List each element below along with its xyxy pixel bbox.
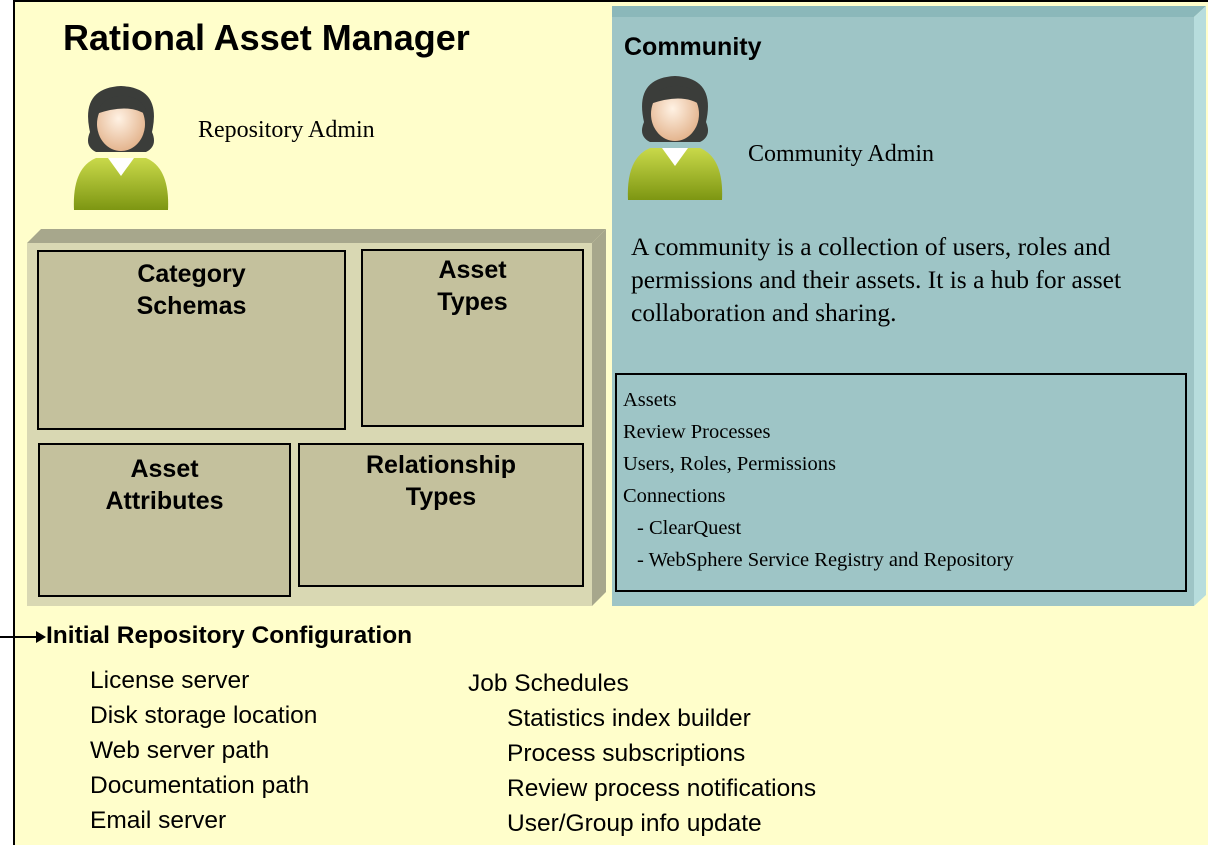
job-items-list: Statistics index builder Process subscri…: [507, 701, 816, 841]
community-panel: [612, 17, 1194, 606]
relationship-types-box: Relationship Types: [298, 443, 584, 587]
list-item: Users, Roles, Permissions: [623, 453, 836, 475]
category-schemas-line2: Schemas: [136, 292, 247, 320]
community-admin-person-icon: [627, 76, 723, 200]
list-item: Assets: [623, 389, 677, 411]
relationship-types-line2: Types: [405, 483, 477, 511]
asset-types-box: Asset Types: [361, 249, 584, 427]
community-description: A community is a collection of users, ro…: [631, 232, 1122, 327]
olive-panel-side: [592, 229, 606, 606]
list-item: License server: [90, 667, 250, 694]
asset-attributes-line1: Asset: [130, 455, 199, 483]
arrow-right-icon: [0, 631, 46, 643]
list-item: Review process notifications: [507, 775, 817, 802]
asset-attributes-line2: Attributes: [105, 487, 224, 515]
list-item: - ClearQuest: [637, 517, 742, 539]
community-panel-top: [612, 6, 1206, 17]
job-schedules-label: Job Schedules: [468, 670, 629, 697]
asset-attributes-box: Asset Attributes: [38, 443, 291, 597]
olive-panel-top: [27, 229, 606, 243]
list-item: User/Group info update: [507, 810, 762, 837]
asset-types-line1: Asset: [438, 256, 507, 284]
list-item: Disk storage location: [90, 702, 318, 729]
category-schemas-box: Category Schemas: [37, 250, 346, 430]
list-item: Documentation path: [90, 772, 310, 799]
config-items-list: License server Disk storage location Web…: [90, 663, 317, 838]
category-schemas-line1: Category: [137, 260, 246, 288]
list-item: Review Processes: [623, 421, 771, 443]
community-admin-label: Community Admin: [748, 141, 935, 167]
community-items-list: Assets Review Processes Users, Roles, Pe…: [615, 373, 1187, 592]
community-panel-side: [1194, 6, 1206, 606]
repository-admin-label: Repository Admin: [198, 117, 375, 143]
relationship-types-line1: Relationship: [365, 451, 516, 479]
asset-types-line2: Types: [437, 288, 508, 316]
list-item: Connections: [623, 485, 726, 507]
page-title: Rational Asset Manager: [63, 17, 470, 58]
list-item: Email server: [90, 807, 227, 834]
repository-admin-person-icon: [73, 86, 169, 210]
list-item: Statistics index builder: [507, 705, 751, 732]
list-item: Process subscriptions: [507, 740, 746, 767]
list-item: - WebSphere Service Registry and Reposit…: [637, 549, 1014, 571]
list-item: Web server path: [90, 737, 270, 764]
community-title: Community: [624, 33, 762, 61]
initial-config-title: Initial Repository Configuration: [46, 622, 413, 649]
